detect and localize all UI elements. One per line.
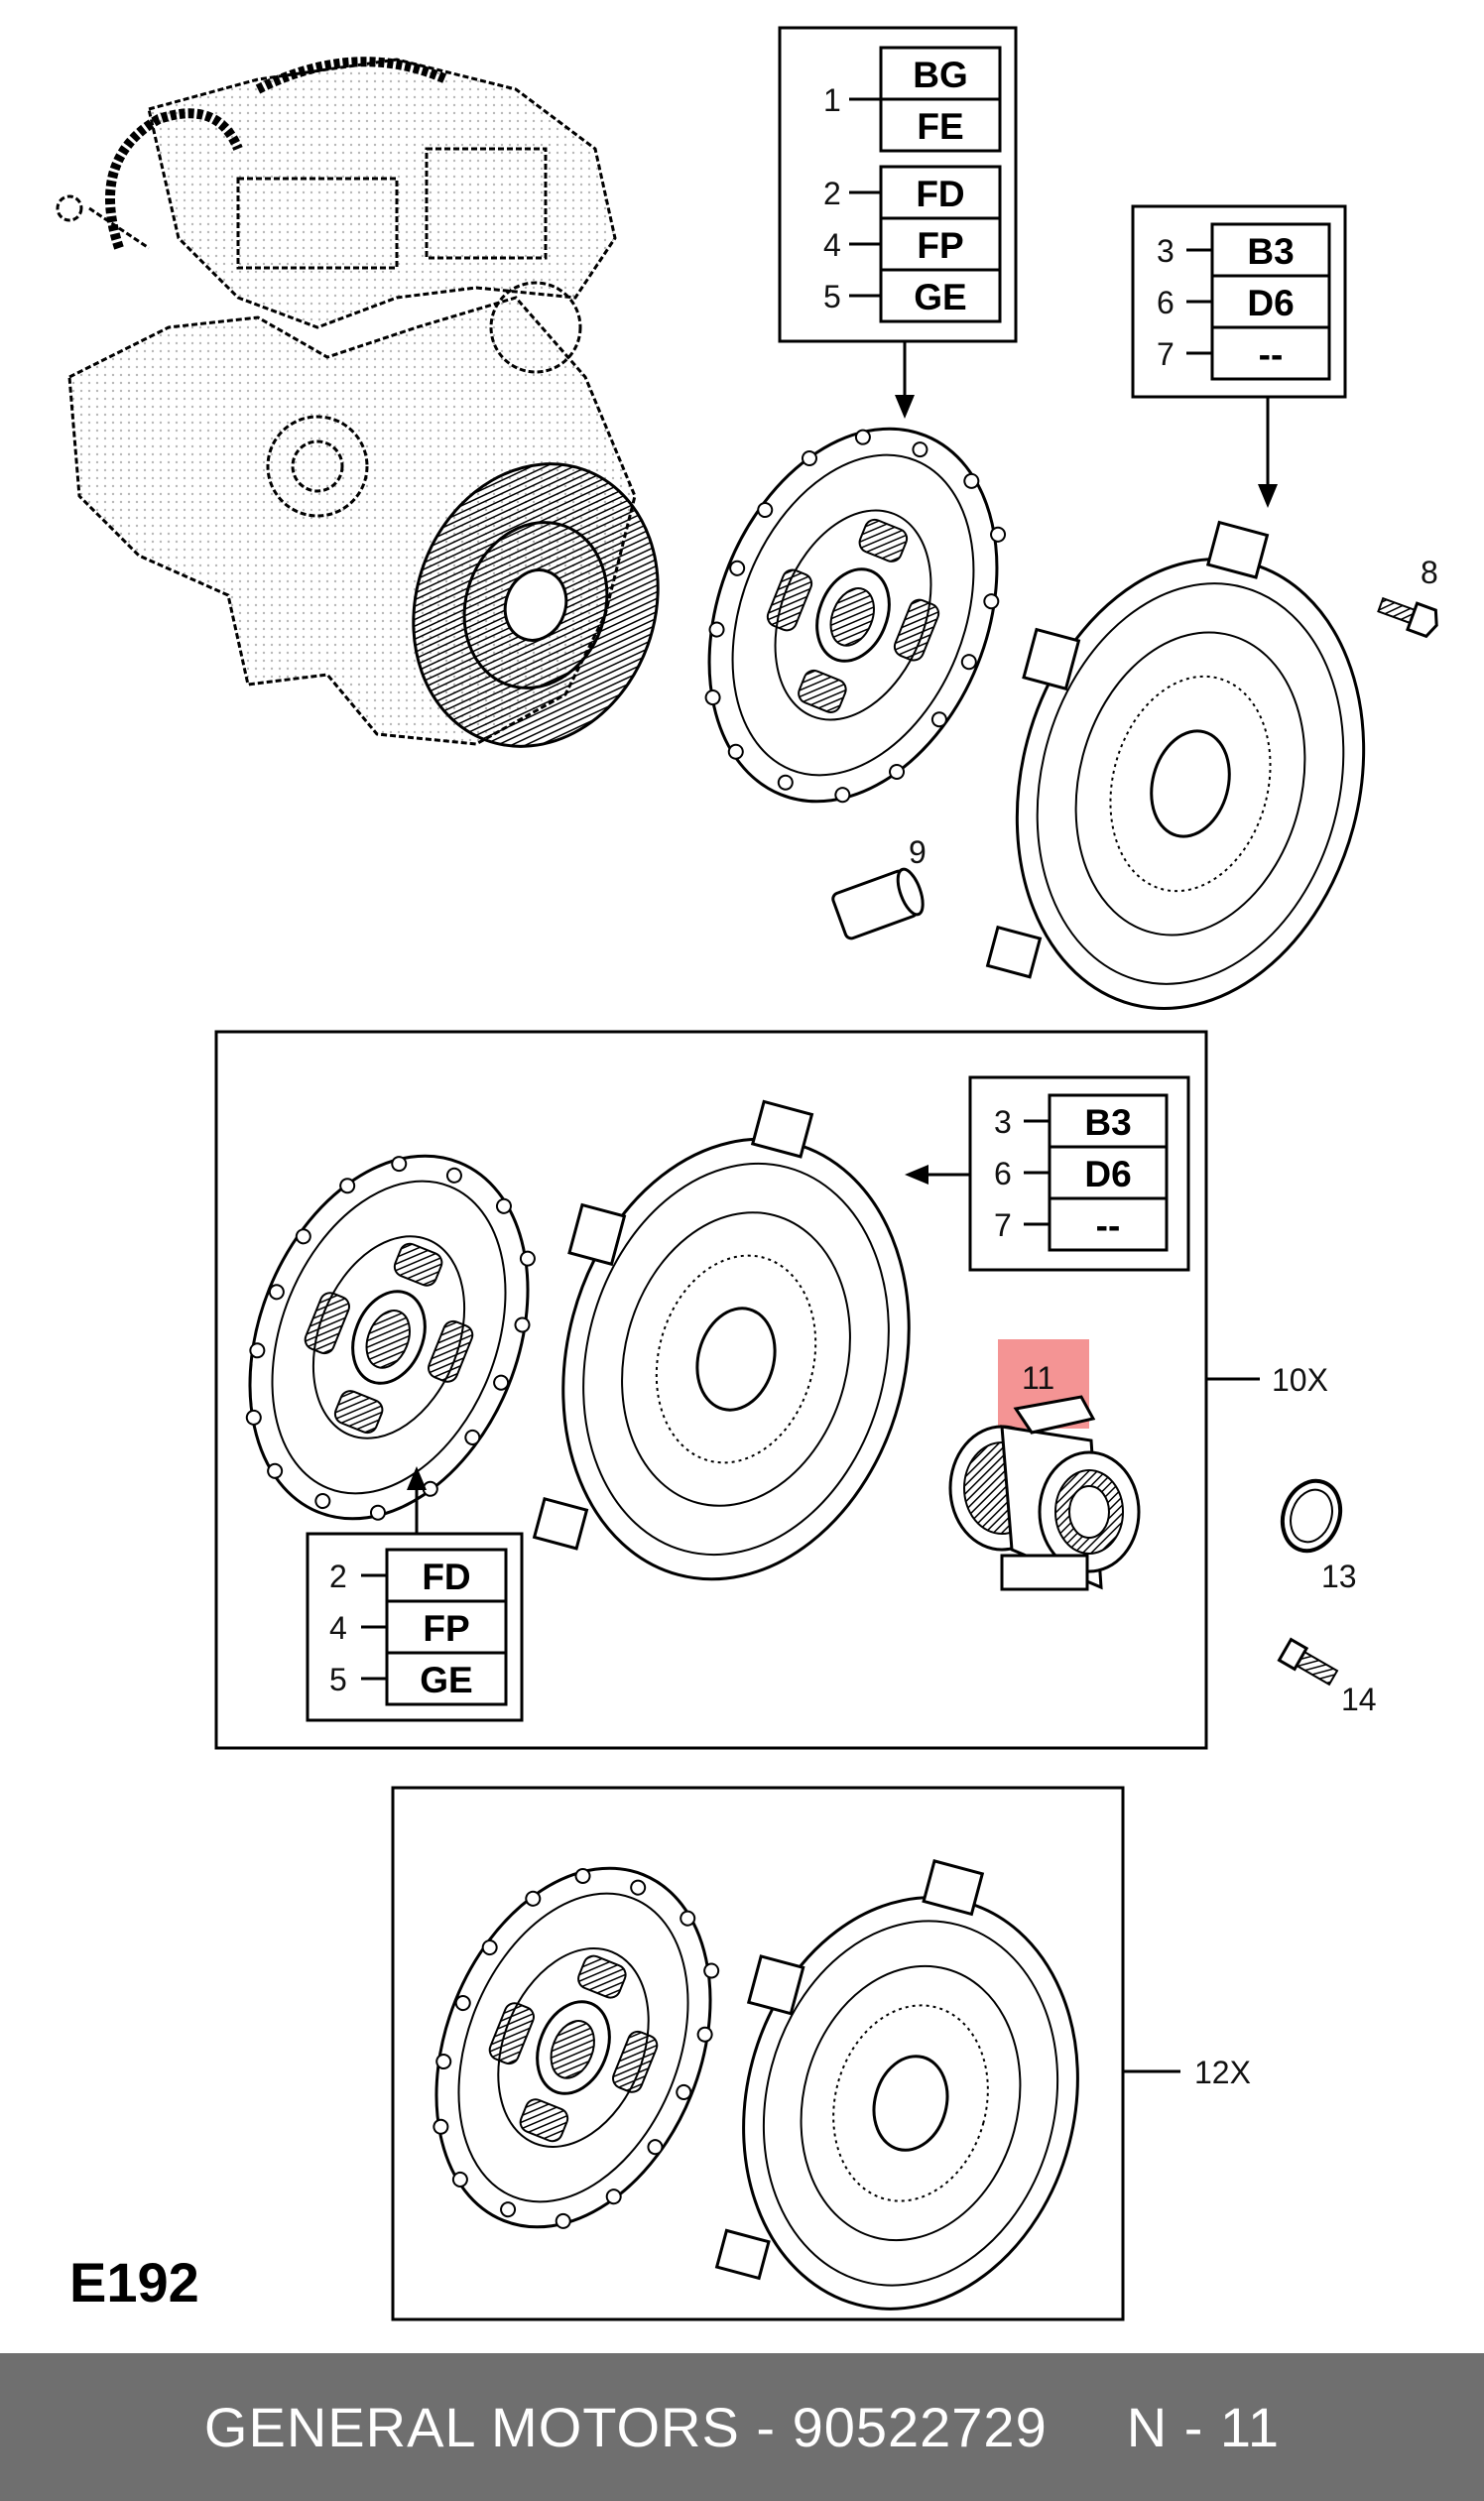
kit-box-10x	[214, 1030, 1260, 1750]
ref-number-13: 13	[1321, 1559, 1357, 1594]
footer-bar: GENERAL MOTORS - 90522729 N - 11	[0, 2353, 1484, 2501]
arrow-to-kit-disc	[407, 1466, 427, 1534]
ref-number-3: 3	[1157, 233, 1175, 269]
variant-code-ge: GE	[914, 277, 966, 317]
variant-code-fd: FD	[916, 174, 964, 214]
footer-reference: N - 11	[1126, 2396, 1281, 2458]
ref-number-14: 14	[1341, 1682, 1377, 1717]
kit-label-12x: 12X	[1194, 2055, 1251, 2090]
callout-box-pressure-plate-codes: 3 B3 6 D6 7 --	[1131, 204, 1347, 399]
clutch-disc-top	[704, 427, 1007, 804]
kit-variant-code-dash: --	[1096, 1205, 1121, 1246]
parts-diagram: 1 BG FE 2 FD 4 FP 5 GE 3 B3 6 D6 7 --	[56, 26, 1438, 2321]
kit-ref-number-6: 6	[994, 1156, 1012, 1191]
variant-code-dash: --	[1259, 334, 1284, 375]
ref-number-1: 1	[823, 82, 841, 118]
variant-code-fe: FE	[917, 106, 963, 147]
screw-part-14	[1277, 1637, 1339, 1687]
callout-box-kit-codes: 3 B3 6 D6 7 --	[968, 1075, 1190, 1272]
kit-variant-code-ge: GE	[420, 1660, 472, 1700]
kit-label-10x: 10X	[1272, 1362, 1328, 1398]
variant-code-bg: BG	[913, 55, 968, 95]
callout-box-disc-codes: 1 BG FE 2 FD 4 FP 5 GE	[778, 26, 1018, 343]
kit-variant-code-b3: B3	[1084, 1102, 1131, 1143]
kit-variant-code-fp: FP	[423, 1608, 469, 1649]
kit-ref-number-3: 3	[994, 1104, 1012, 1140]
pressure-plate-kit	[532, 1099, 911, 1581]
arrow-to-pressure-plate	[1258, 397, 1278, 508]
pressure-plate-12x	[714, 1859, 1079, 2311]
variant-code-fp: FP	[917, 225, 963, 266]
kit-variant-code-d6: D6	[1084, 1154, 1131, 1194]
bolt-part-8	[1377, 596, 1438, 639]
kit-ref-number-2: 2	[329, 1559, 347, 1594]
ref-number-5: 5	[823, 279, 841, 314]
variant-code-d6: D6	[1247, 283, 1294, 323]
footer-brand-part-number: GENERAL MOTORS - 90522729	[203, 2396, 1048, 2458]
ref-number-6: 6	[1157, 285, 1175, 320]
arrow-to-disc	[895, 341, 915, 419]
ref-number-8: 8	[1421, 555, 1438, 590]
ref-number-7: 7	[1157, 336, 1175, 372]
ref-number-11: 11	[1022, 1360, 1054, 1396]
kit-box-12x	[391, 1786, 1180, 2321]
kit-ref-number-7: 7	[994, 1207, 1012, 1243]
kit-ref-number-5: 5	[329, 1662, 347, 1697]
ref-number-4: 4	[823, 227, 841, 263]
bushing-part-9	[831, 867, 925, 940]
kit-ref-number-4: 4	[329, 1610, 347, 1646]
kit-variant-code-fd: FD	[422, 1557, 470, 1597]
release-bearing-part-11	[948, 1395, 1141, 1591]
clutch-disc-12x	[433, 1866, 720, 2229]
seal-ring-part-13	[1280, 1478, 1343, 1554]
ref-number-9: 9	[909, 834, 927, 870]
flywheel	[412, 462, 660, 748]
callout-box-kit-disc-codes: 2 FD 4 FP 5 GE	[306, 1532, 524, 1722]
diagram-code: E192	[69, 2251, 199, 2313]
clutch-disc-kit	[245, 1154, 536, 1521]
pressure-plate-top	[985, 520, 1366, 1010]
ref-number-2: 2	[823, 176, 841, 211]
arrow-to-kit-pressure-plate	[905, 1165, 970, 1185]
variant-code-b3: B3	[1247, 231, 1294, 272]
